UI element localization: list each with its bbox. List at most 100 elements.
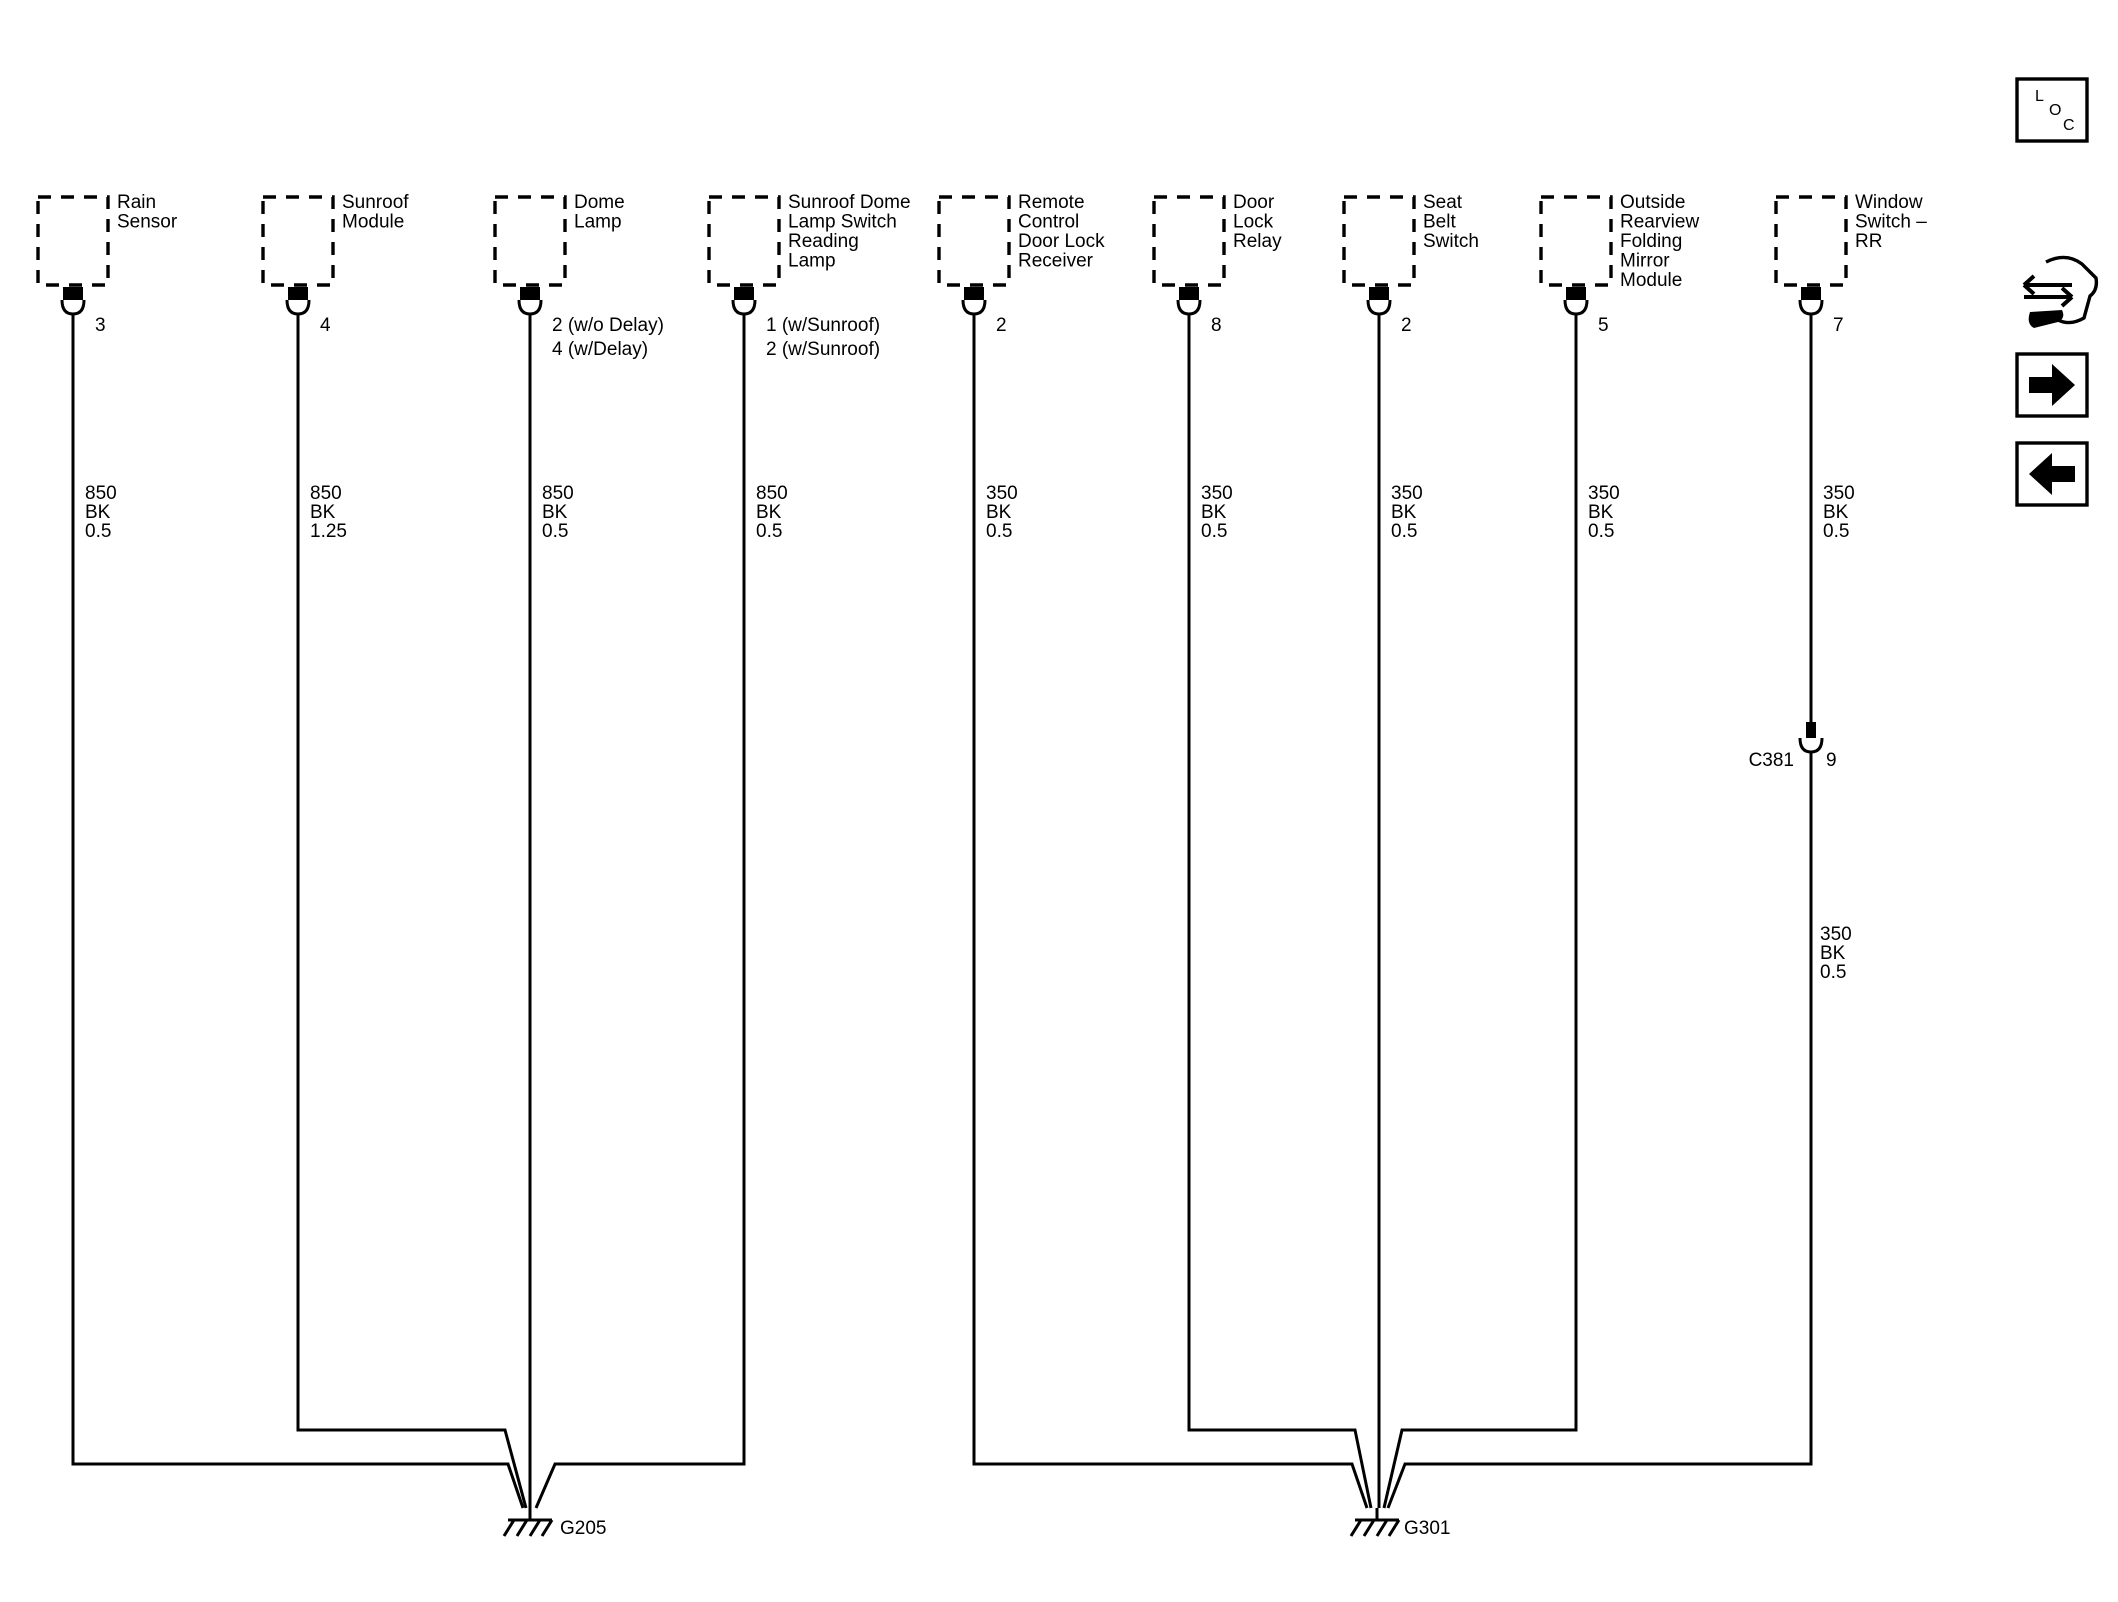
component-outside-rearview-folding-mirror-module: OutsideRearviewFoldingMirrorModule5350BK… bbox=[1539, 192, 1699, 542]
wire-size: 0.5 bbox=[1588, 521, 1614, 542]
wire-circuit: 850 bbox=[310, 483, 342, 504]
component-name-line: Lamp bbox=[574, 212, 622, 233]
wire-color: BK bbox=[85, 502, 111, 523]
component-name-line: Rearview bbox=[1620, 212, 1699, 233]
component-name-line: Rain bbox=[117, 192, 156, 213]
component-box bbox=[1342, 195, 1416, 287]
terminal-symbol bbox=[1366, 299, 1392, 316]
component-name-line: Seat bbox=[1423, 192, 1463, 213]
component-name-line: Sunroof bbox=[342, 192, 409, 213]
wire-size: 0.5 bbox=[756, 521, 782, 542]
inline-wire-circuit: 350 bbox=[1820, 924, 1852, 945]
inline-wire-color: BK bbox=[1820, 943, 1846, 964]
wire-color: BK bbox=[310, 502, 336, 523]
previous-page-button[interactable] bbox=[2015, 441, 2089, 507]
component-name-line: Sensor bbox=[117, 212, 178, 233]
connector-view-icon[interactable] bbox=[2022, 255, 2099, 328]
wire-circuit: 350 bbox=[1823, 483, 1855, 504]
wire-color: BK bbox=[1201, 502, 1227, 523]
wire-circuit: 850 bbox=[542, 483, 574, 504]
loc-letter-o: O bbox=[2049, 102, 2061, 119]
component-name-line: Remote bbox=[1018, 192, 1085, 213]
pin-stub bbox=[1369, 287, 1389, 300]
component-name-line: Lock bbox=[1233, 212, 1274, 233]
pin-number: 2 (w/o Delay) bbox=[552, 315, 664, 336]
wire-size: 0.5 bbox=[1823, 521, 1849, 542]
component-box bbox=[937, 195, 1011, 287]
pin-number: 5 bbox=[1598, 315, 1609, 336]
component-box bbox=[493, 195, 567, 287]
wire-size: 0.5 bbox=[1391, 521, 1417, 542]
loc-button[interactable]: L O C bbox=[2015, 77, 2089, 143]
component-name-line: Module bbox=[342, 212, 404, 233]
wire-size: 0.5 bbox=[1201, 521, 1227, 542]
pin-number: 2 (w/Sunroof) bbox=[766, 339, 880, 360]
next-page-button[interactable] bbox=[2015, 352, 2089, 418]
component-name-line: Mirror bbox=[1620, 251, 1670, 272]
wire-size: 0.5 bbox=[542, 521, 568, 542]
wire-color: BK bbox=[1823, 502, 1849, 523]
loc-letter-c: C bbox=[2063, 117, 2075, 134]
ground-g301: G301 bbox=[1404, 1518, 1450, 1539]
component-name-line: RR bbox=[1855, 231, 1882, 252]
pin-number: 4 bbox=[320, 315, 331, 336]
pin-number: 1 (w/Sunroof) bbox=[766, 315, 880, 336]
wire-size: 1.25 bbox=[310, 521, 347, 542]
component-name-line: Control bbox=[1018, 212, 1079, 233]
ground-symbol-g205 bbox=[502, 1508, 554, 1537]
wire-color: BK bbox=[986, 502, 1012, 523]
ground-g205: G205 bbox=[560, 1518, 606, 1539]
wire-sunroof-dome-lamp-switch bbox=[534, 314, 746, 1509]
component-name-line: Lamp Switch bbox=[788, 212, 897, 233]
wire-circuit: 850 bbox=[756, 483, 788, 504]
wire-circuit: 850 bbox=[85, 483, 117, 504]
ground-symbol-g301 bbox=[1349, 1508, 1401, 1537]
wire-rain-sensor bbox=[71, 314, 525, 1509]
wire-outside-rearview-folding-mirror-module bbox=[1382, 314, 1578, 1509]
component-name-line: Receiver bbox=[1018, 251, 1094, 272]
wire-size: 0.5 bbox=[986, 521, 1012, 542]
inline-connector-name: C381 bbox=[1749, 750, 1794, 771]
terminal-symbol bbox=[60, 299, 86, 316]
component-name-line: Dome bbox=[574, 192, 625, 213]
ground-label-g301: G301 bbox=[1404, 1518, 1450, 1539]
component-name-line: Outside bbox=[1620, 192, 1685, 213]
components-layer: RainSensor3850BK0.5SunroofModule4850BK1.… bbox=[36, 192, 1927, 542]
component-box bbox=[36, 195, 110, 287]
pin-stub bbox=[288, 287, 308, 300]
ground-harness bbox=[71, 314, 1824, 1537]
wire-door-lock-relay bbox=[1187, 314, 1373, 1509]
component-box bbox=[1539, 195, 1613, 287]
component-name-line: Lamp bbox=[788, 251, 836, 272]
terminal-symbol bbox=[285, 299, 311, 316]
wire-color: BK bbox=[1588, 502, 1614, 523]
terminal-symbol bbox=[1798, 299, 1824, 316]
wire-color: BK bbox=[1391, 502, 1417, 523]
component-name-line: Door Lock bbox=[1018, 231, 1105, 252]
component-box bbox=[1774, 195, 1848, 287]
component-name-line: Belt bbox=[1423, 212, 1456, 233]
pin-stub bbox=[734, 287, 754, 300]
terminal-symbol bbox=[1176, 299, 1202, 316]
component-box bbox=[261, 195, 335, 287]
pin-stub bbox=[1179, 287, 1199, 300]
wire-color: BK bbox=[756, 502, 782, 523]
ground-label-g205: G205 bbox=[560, 1518, 606, 1539]
wire-size: 0.5 bbox=[85, 521, 111, 542]
component-box bbox=[707, 195, 781, 287]
component-name-line: Window bbox=[1855, 192, 1923, 213]
inline-connector-terminal bbox=[1798, 737, 1824, 754]
wire-circuit: 350 bbox=[986, 483, 1018, 504]
pin-stub bbox=[1566, 287, 1586, 300]
pin-number: 4 (w/Delay) bbox=[552, 339, 648, 360]
pin-stub bbox=[520, 287, 540, 300]
component-name-line: Folding bbox=[1620, 231, 1682, 252]
